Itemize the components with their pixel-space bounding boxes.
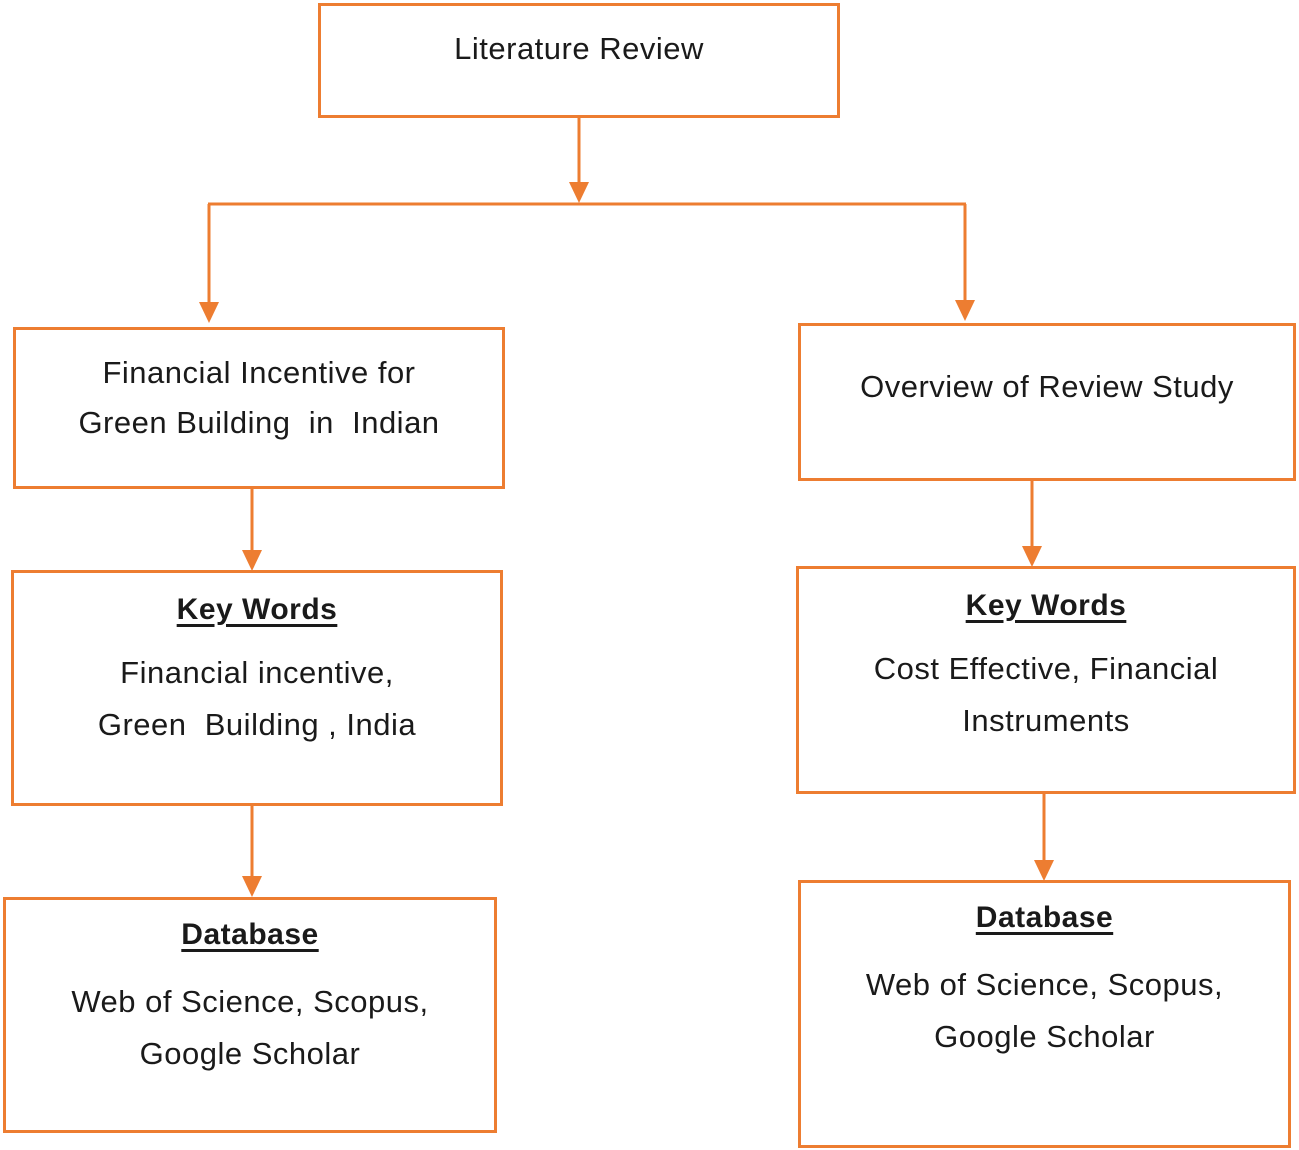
left-keywords-heading: Key Words (176, 593, 338, 626)
right-keywords-line-2: Instruments (962, 703, 1130, 738)
right-topic-line-1: Overview of Review Study (860, 369, 1234, 404)
right-database-line-2: Google Scholar (934, 1019, 1155, 1054)
right-topic-box: Overview of Review Study (798, 323, 1296, 481)
literature-review-box: Literature Review (318, 3, 840, 118)
left-topic-box: Financial Incentive for Green Building i… (13, 327, 505, 489)
right-database-line-1: Web of Science, Scopus, (865, 967, 1224, 1002)
right-keywords-line-1: Cost Effective, Financial (873, 651, 1219, 686)
right-keywords-box: Key Words Cost Effective, Financial Inst… (796, 566, 1296, 794)
left-topic-line-1: Financial Incentive for (102, 355, 416, 390)
literature-review-title: Literature Review (454, 31, 704, 66)
left-database-line-1: Web of Science, Scopus, (71, 984, 429, 1019)
right-database-box: Database Web of Science, Scopus, Google … (798, 880, 1291, 1148)
right-keywords-heading: Key Words (965, 589, 1127, 622)
left-topic-line-2: Green Building in Indian (78, 405, 440, 440)
left-keywords-line-2: Green Building , India (97, 707, 417, 742)
left-database-heading: Database (181, 918, 319, 951)
left-keywords-line-1: Financial incentive, (120, 655, 394, 690)
left-keywords-box: Key Words Financial incentive, Green Bui… (11, 570, 503, 806)
right-database-heading: Database (975, 901, 1114, 934)
left-database-line-2: Google Scholar (139, 1036, 361, 1071)
left-database-box: Database Web of Science, Scopus, Google … (3, 897, 497, 1133)
